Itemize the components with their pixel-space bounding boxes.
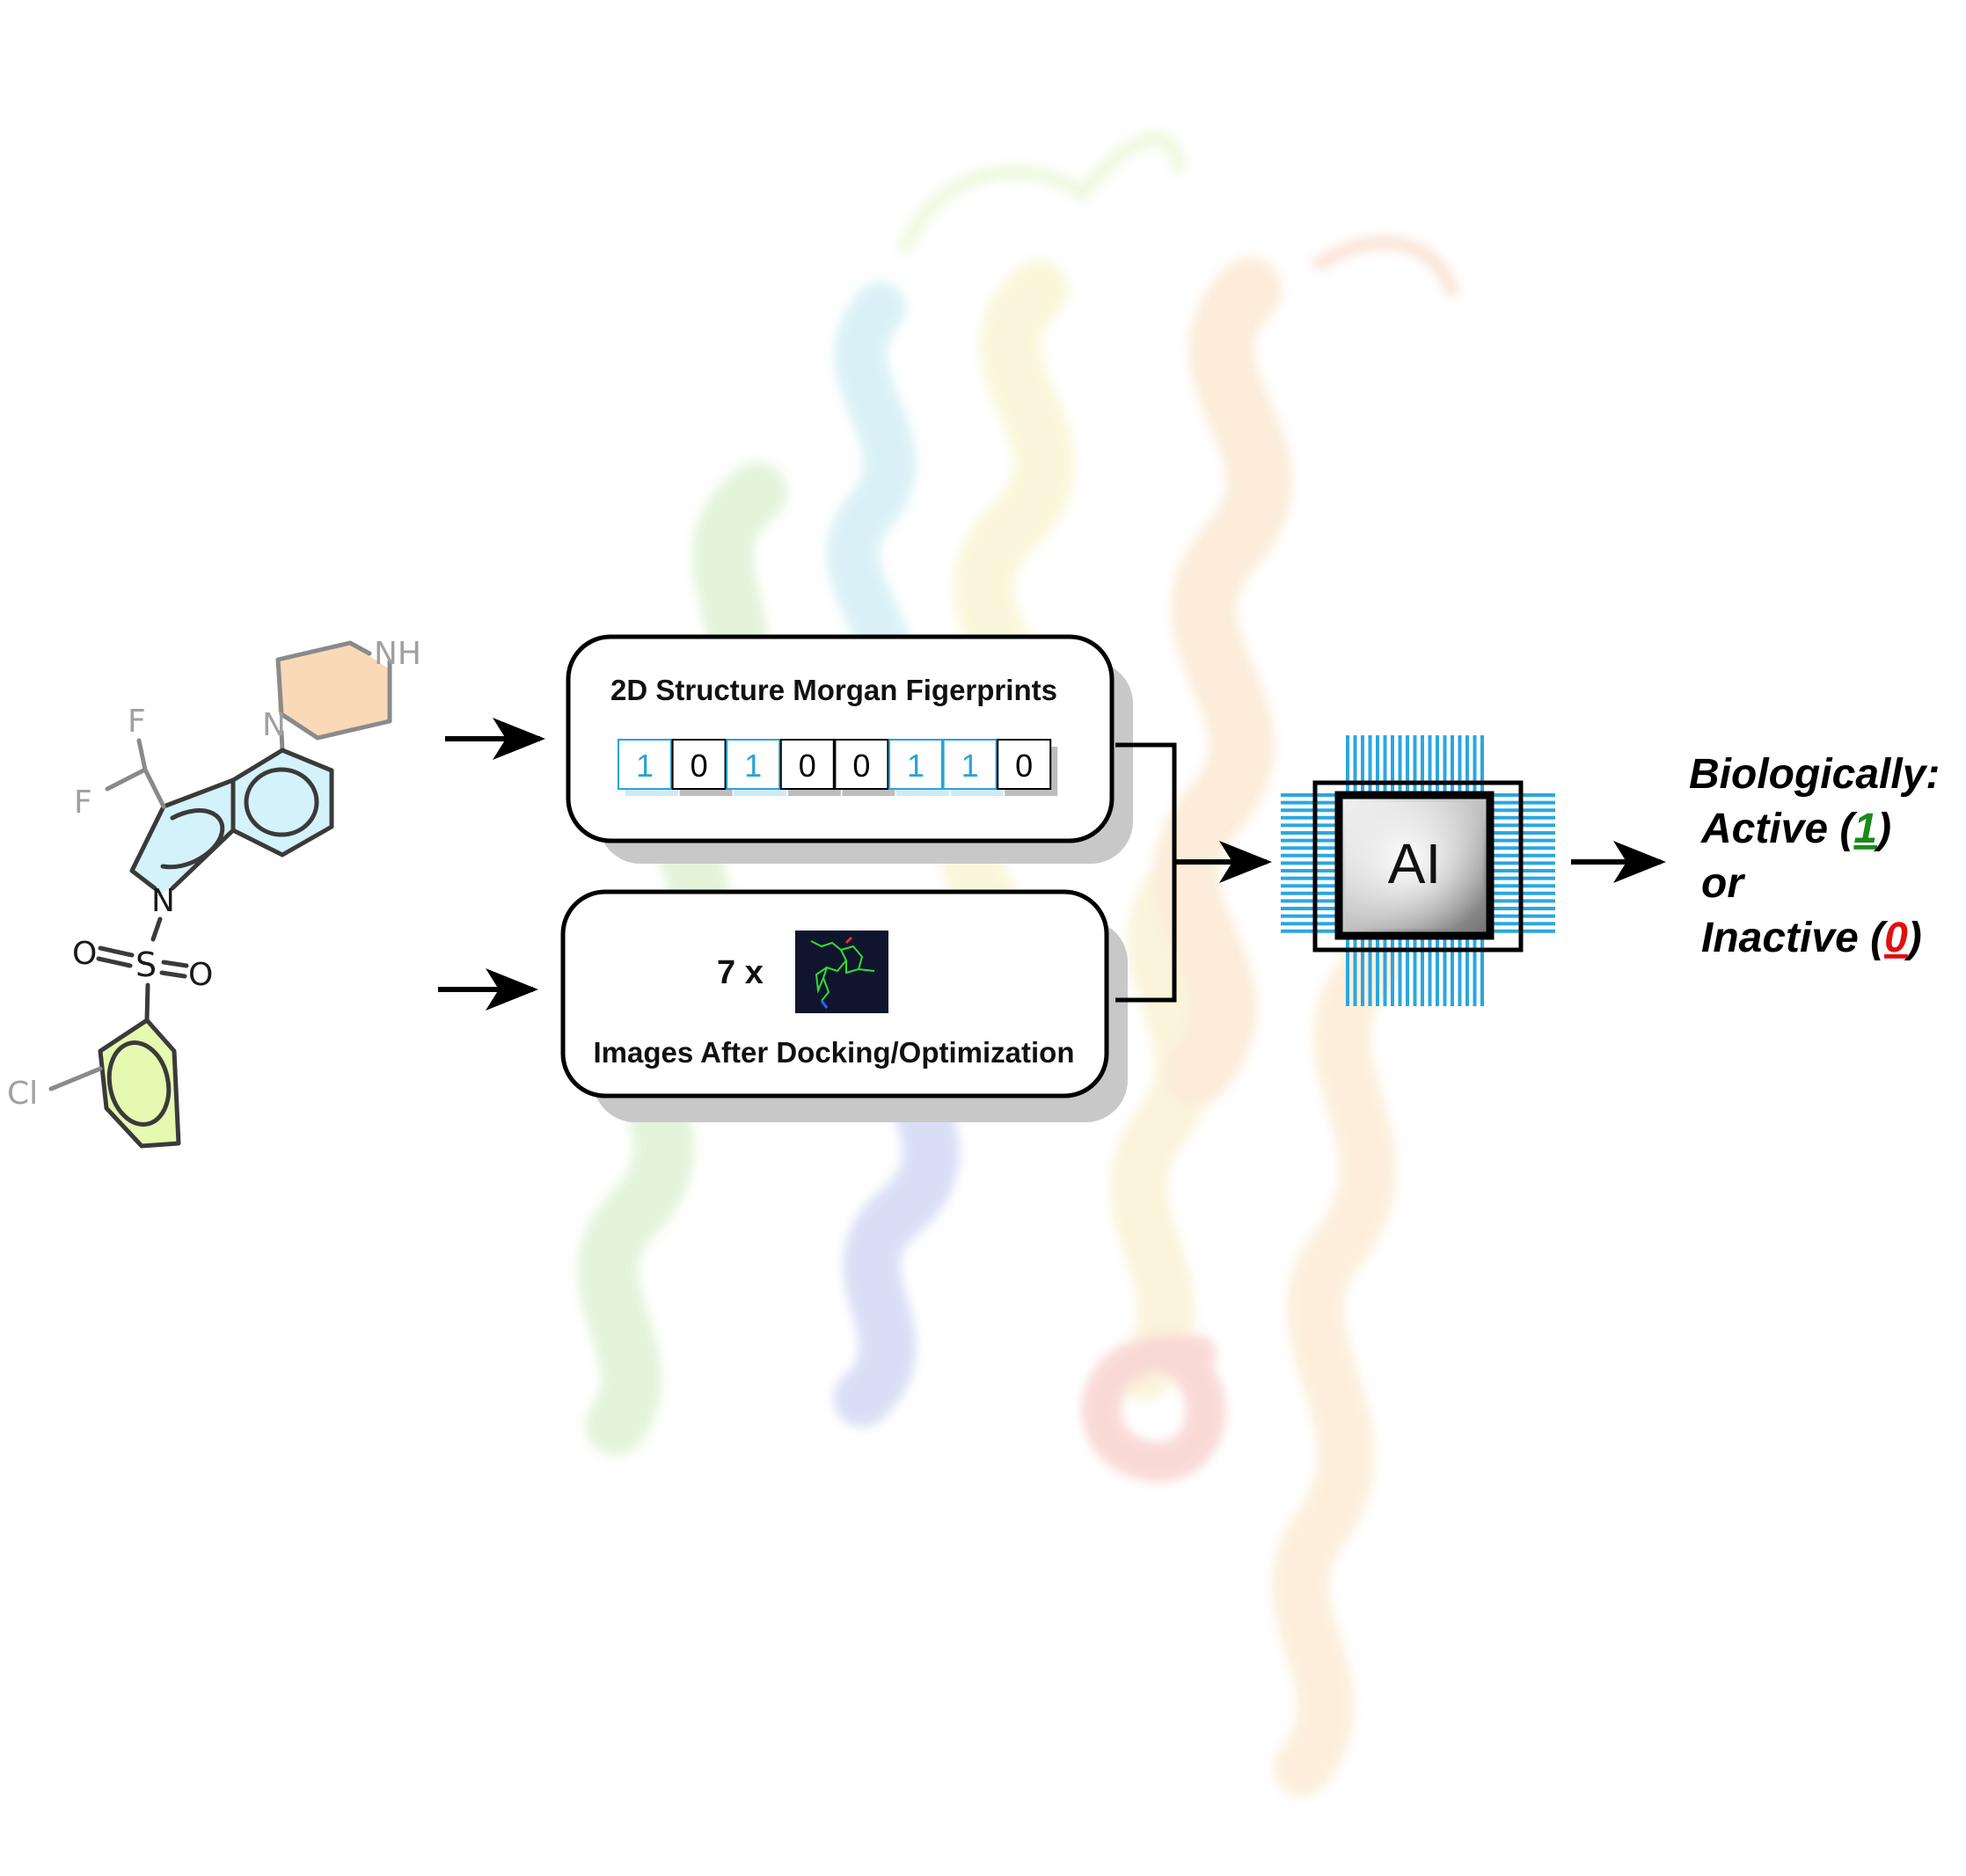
docked-pose-background — [795, 931, 888, 1013]
fingerprint-bit-box — [779, 739, 835, 790]
fingerprint-bit-cell: 0 — [997, 739, 1058, 796]
fingerprint-bit-value: 0 — [691, 748, 708, 784]
fingerprint-bit-box — [618, 739, 672, 790]
atom-n-piperazine: N — [262, 707, 286, 743]
fingerprint-bit-cell: 1 — [726, 739, 787, 796]
chlorophenyl-bonds — [98, 1018, 181, 1149]
pyrrole-ring — [132, 780, 233, 894]
chip-outer-frame — [1312, 780, 1524, 953]
so-bond-right-1 — [161, 960, 189, 968]
image-multiplier: 7 x — [717, 954, 764, 991]
atom-s: S — [135, 945, 157, 984]
docked-molecule-icon — [810, 940, 875, 1002]
loop-green — [899, 131, 1186, 253]
prediction-output: Biologically: Active (1) or Inactive (0) — [1689, 751, 1940, 961]
output-or: or — [1701, 860, 1745, 907]
fingerprint-bit-value: 1 — [907, 748, 925, 784]
chip-label: AI — [1388, 832, 1441, 895]
atom-o-right: O — [188, 957, 213, 993]
merge-connector — [1115, 742, 1177, 1003]
so-bond-left-2 — [96, 956, 133, 968]
fingerprint-bit-value: 0 — [799, 748, 816, 784]
output-active: Active (1) — [1700, 806, 1891, 852]
piperazine-ring — [278, 643, 390, 738]
benzene-aromatic-circle — [244, 767, 319, 837]
fingerprint-bit-box — [726, 739, 781, 790]
fingerprint-bit-cell: 1 — [888, 739, 949, 796]
docked-pose-thumbnail — [795, 931, 888, 1013]
pyrrole-bonds — [129, 777, 236, 891]
image-box-caption: Images After Docking/Optimization — [593, 1036, 1074, 1069]
atom-f-top: F — [128, 704, 146, 740]
chip-pins — [1281, 735, 1555, 1006]
c-cl-bond — [48, 1066, 103, 1091]
piperazine-nh-bond — [347, 640, 372, 656]
fingerprint-bit-box — [671, 739, 727, 790]
chf2-bond — [143, 767, 166, 809]
fingerprint-bit-value: 1 — [744, 748, 762, 784]
fingerprint-bit-cell: 1 — [942, 739, 1004, 796]
so-bond-left-1 — [98, 945, 135, 958]
atom-nh: NH — [374, 636, 421, 672]
s-c-bond — [144, 982, 150, 1023]
fingerprint-box-title: 2D Structure Morgan Figerprints — [610, 674, 1057, 706]
atom-o-left: O — [72, 936, 97, 972]
fingerprint-bit-box — [888, 739, 943, 790]
cf-bond-left — [105, 767, 148, 792]
helix-orange-1 — [1153, 257, 1292, 1106]
fingerprint-bit-value: 1 — [961, 748, 979, 784]
chip-highlight — [1346, 802, 1483, 929]
image-box: 7 x Images After Docking/Optimization — [560, 889, 1128, 1122]
n-to-ring-bond — [279, 729, 285, 753]
so-bond-right-2 — [159, 970, 187, 979]
output-active-close: ) — [1873, 806, 1891, 852]
atom-f-left: F — [74, 785, 92, 821]
fingerprint-bit-cell: 0 — [779, 739, 841, 796]
atom-cl: Cl — [7, 1076, 38, 1112]
loop-orange — [1312, 236, 1458, 297]
fingerprint-bit-value: 1 — [636, 748, 654, 784]
chlorophenyl-aromatic-circle — [106, 1040, 172, 1127]
helix-orange-2 — [1272, 938, 1401, 1797]
fingerprint-bit-cell: 0 — [834, 739, 895, 796]
n-s-bond — [150, 916, 163, 942]
ai-chip: AI — [1281, 735, 1555, 1006]
pyrrole-aromatic-arc — [160, 808, 225, 870]
molecule-structure: NH N F F N O S O Cl — [7, 636, 421, 1149]
output-inactive-label: Inactive ( — [1701, 915, 1889, 961]
output-active-value: 1 — [1853, 806, 1877, 852]
fingerprint-bit-value: 0 — [852, 748, 870, 784]
fingerprint-bit-box — [997, 739, 1052, 790]
piperazine-bonds — [275, 640, 353, 717]
helix-red — [1081, 1332, 1226, 1482]
output-active-label: Active ( — [1700, 806, 1858, 852]
fingerprint-bit-value: 0 — [1015, 748, 1033, 784]
fingerprint-bit-cell: 0 — [671, 739, 733, 796]
atom-n-indole: N — [151, 883, 175, 919]
output-inactive-close: ) — [1904, 915, 1922, 961]
piperazine-bonds-2 — [279, 667, 392, 741]
helix-yellow-2 — [1109, 850, 1213, 1401]
fingerprint-bit-box — [834, 739, 889, 790]
output-inactive: Inactive (0) — [1701, 915, 1922, 961]
output-heading: Biologically: — [1689, 751, 1940, 798]
fingerprint-bit-box — [942, 739, 998, 790]
cf-bond-top — [136, 738, 148, 772]
fingerprint-bit-cell: 1 — [618, 739, 678, 796]
output-inactive-value: 0 — [1884, 915, 1908, 961]
